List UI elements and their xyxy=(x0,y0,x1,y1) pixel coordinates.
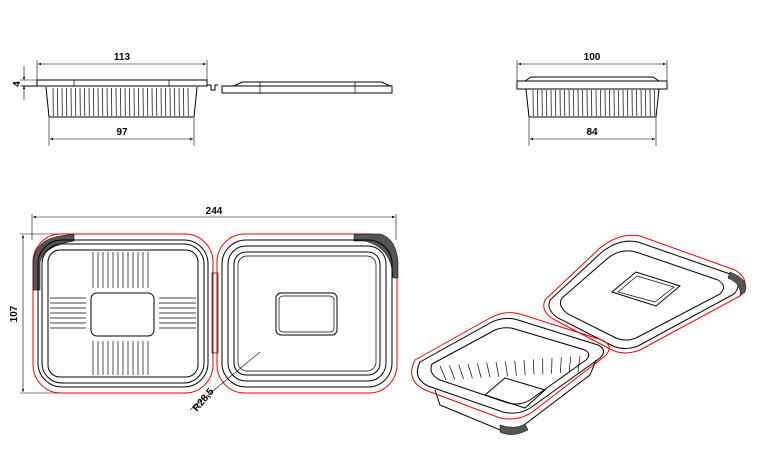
tray-body-side xyxy=(45,86,198,118)
lid-outer-edge xyxy=(216,233,398,394)
lid-side-profile xyxy=(221,81,393,94)
iso-rib xyxy=(568,356,572,373)
iso-rib xyxy=(449,365,456,380)
iso-rib xyxy=(577,355,581,373)
side-elevation-view: 100 84 xyxy=(516,52,668,146)
iso-rib xyxy=(523,359,526,376)
iso-tray-panel xyxy=(483,377,546,409)
iso-tray-inner xyxy=(430,327,590,405)
lid-center-panel xyxy=(275,292,338,336)
side-flange xyxy=(516,80,668,90)
iso-rib xyxy=(439,365,447,381)
iso-rib xyxy=(458,364,464,380)
iso-lid-inner xyxy=(560,250,724,341)
front-elevation-view: 113 4 97 xyxy=(12,52,393,146)
dimension-label-radius: R28,5 xyxy=(191,386,217,414)
iso-tray-edge xyxy=(411,312,610,420)
tray-center-panel xyxy=(90,292,155,337)
dimension-label-97: 97 xyxy=(116,127,128,138)
tray-corner-hatch xyxy=(32,233,75,291)
dimension-label-4: 4 xyxy=(12,81,23,87)
tray-flange xyxy=(36,79,208,87)
dimension-label-84: 84 xyxy=(586,127,598,138)
iso-rib xyxy=(532,359,535,375)
isometric-view xyxy=(411,234,747,435)
iso-rib xyxy=(476,363,482,378)
tray-outer-edge xyxy=(32,233,214,394)
hinge xyxy=(211,272,219,354)
iso-rib xyxy=(560,357,562,374)
radius-leader xyxy=(189,351,261,411)
iso-rib xyxy=(495,361,500,377)
iso-rib xyxy=(486,362,491,378)
iso-rib xyxy=(514,360,517,376)
side-body xyxy=(525,88,660,118)
lid-corner-hatch xyxy=(353,233,399,279)
hinge-profile xyxy=(207,84,218,91)
iso-rib xyxy=(467,363,473,379)
plan-view: 244 107 R28,5 xyxy=(9,206,399,414)
iso-rib xyxy=(504,361,508,377)
iso-lid-edge xyxy=(543,234,746,354)
dimension-label-113: 113 xyxy=(114,52,131,63)
dimension-label-244: 244 xyxy=(206,206,223,217)
dimension-label-107: 107 xyxy=(9,305,20,322)
iso-lid-panel xyxy=(610,271,682,307)
dimension-label-100: 100 xyxy=(584,52,601,63)
